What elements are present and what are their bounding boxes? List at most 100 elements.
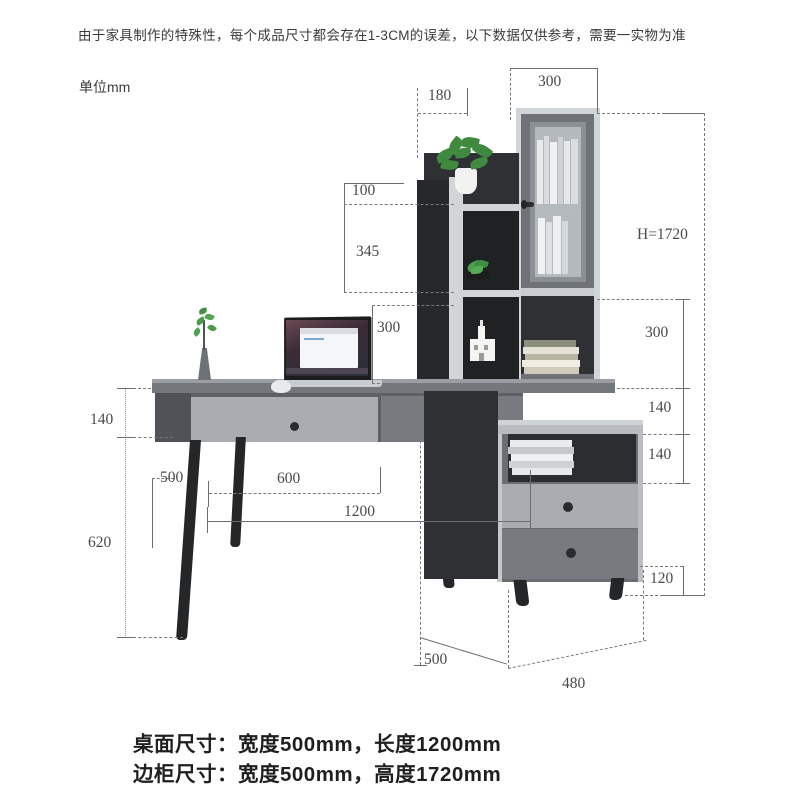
- cabinet-glass-unit-top: [516, 108, 600, 114]
- dim-bottom-500-tick: [414, 665, 427, 666]
- magazine: [512, 468, 572, 475]
- laptop-window: [300, 328, 358, 368]
- dim-right-140-upper-label: 140: [648, 399, 672, 416]
- cabinet-divider-shelf: [521, 288, 594, 296]
- dim-left-outer-line: [125, 388, 126, 638]
- dim-right-140l-line: [683, 434, 684, 483]
- dim-600-ext-right: [380, 467, 381, 493]
- book: [538, 218, 545, 274]
- cabinet-door-knob[interactable]: [521, 200, 527, 209]
- dim-100-tick-top: [344, 183, 404, 184]
- dim-345-label: 345: [356, 243, 380, 260]
- dim-1200-label: 1200: [344, 503, 375, 520]
- dim-300-monitor-tick-bottom: [372, 383, 424, 384]
- dim-right-300-line: [683, 299, 684, 388]
- dim-300-line: [511, 68, 598, 69]
- lower-cabinet-leg-right: [608, 578, 625, 600]
- twig-leaf: [207, 323, 217, 333]
- shelf-vertical-divider: [449, 177, 463, 391]
- book: [553, 216, 561, 274]
- house-ornament-body: [470, 339, 495, 361]
- book: [544, 136, 549, 204]
- house-ornament-spire: [480, 320, 483, 327]
- dim-180-ext-right: [467, 88, 468, 116]
- dim-right-140-lower-label: 140: [648, 446, 672, 463]
- lower-cabinet-drawer-upper-knob[interactable]: [563, 502, 573, 512]
- dim-180-line: [418, 113, 467, 114]
- dim-desk-500-label: 500: [160, 469, 184, 486]
- dim-1200-ext-left: [207, 507, 208, 533]
- dim-100-tick-bottom: [344, 204, 454, 205]
- dim-right-120-line: [683, 566, 684, 595]
- shelf-column-front-panel: [417, 180, 449, 391]
- shelf-board-middle: [449, 290, 519, 297]
- magazine: [509, 461, 574, 468]
- book: [546, 222, 552, 274]
- dim-right-140u-line: [683, 388, 684, 434]
- book: [562, 221, 568, 274]
- laptop-dock: [286, 368, 368, 374]
- dim-300-ext-left: [510, 68, 511, 120]
- dim-100-label: 100: [352, 182, 376, 199]
- glass-shelf: [535, 208, 581, 211]
- dim-bottom-500-label: 500: [424, 651, 448, 668]
- dim-600-label: 600: [277, 470, 301, 487]
- dim-top-tie-line: [597, 113, 705, 114]
- magazine: [510, 440, 572, 447]
- dim-180-label: 180: [428, 87, 452, 104]
- dim-left-140-label: 140: [90, 411, 114, 428]
- dim-345-tick-bottom: [344, 292, 454, 293]
- desk-surface-edge: [152, 379, 615, 383]
- dim-480-ext-right: [643, 570, 644, 640]
- dim-right-140l-tick: [677, 483, 690, 484]
- dim-480-ext-left: [508, 590, 509, 668]
- dim-left-620-label: 620: [88, 534, 112, 551]
- dim-left-620-ext-bottom: [133, 637, 183, 638]
- dim-right-300-label: 300: [645, 324, 669, 341]
- dim-480-line: [508, 639, 647, 669]
- twig-leaf: [192, 327, 202, 337]
- vase: [198, 348, 211, 380]
- dim-right-140u-ext-bottom: [643, 434, 683, 435]
- book: [558, 137, 563, 204]
- cabinet-side-panel: [424, 391, 498, 579]
- shelf-cavity-lower: [463, 297, 519, 379]
- dim-600-line: [209, 493, 380, 494]
- desk-left-side: [155, 393, 191, 442]
- lower-cabinet-left-edge: [497, 434, 502, 582]
- twig-stem: [203, 320, 205, 350]
- laptop-window-text: [304, 338, 324, 340]
- magazine: [511, 454, 573, 461]
- dim-H-top-tick: [662, 113, 705, 114]
- desk-drawer-left[interactable]: [190, 397, 378, 442]
- dim-H-outer-line: [704, 113, 705, 596]
- succulent-leaf: [471, 266, 483, 274]
- book: [523, 347, 579, 354]
- shelf-board-upper: [449, 204, 519, 211]
- dim-300-ext-right: [597, 68, 598, 114]
- magazine: [508, 447, 574, 454]
- lower-cabinet-drawer-lower-knob[interactable]: [566, 548, 576, 558]
- house-ornament-door: [479, 353, 484, 361]
- book: [525, 354, 578, 360]
- succulent-tray: [468, 272, 490, 279]
- dim-480-label: 480: [562, 675, 586, 692]
- book: [537, 140, 543, 204]
- dim-bottom-500-ext-left: [420, 390, 421, 665]
- dim-right-300-ext-top: [597, 299, 683, 300]
- dim-desk-500-leader: [152, 478, 174, 479]
- unit-note: 单位mm: [79, 79, 131, 95]
- dim-left-140-tick-top: [117, 388, 133, 389]
- dim-right-120-ext-top: [640, 566, 683, 567]
- dim-180-ext-left: [417, 88, 418, 158]
- book: [571, 139, 578, 204]
- book: [550, 142, 557, 204]
- desk-drawer-left-knob[interactable]: [290, 422, 299, 431]
- house-ornament-window: [484, 345, 488, 350]
- dim-H-label: H=1720: [637, 226, 688, 243]
- cabinet-door-handle[interactable]: [523, 202, 534, 207]
- dim-300-label: 300: [538, 73, 562, 90]
- laptop-base: [276, 380, 382, 387]
- dim-left-620-tick-bottom: [117, 637, 133, 638]
- dim-1200-ext-right: [530, 470, 531, 528]
